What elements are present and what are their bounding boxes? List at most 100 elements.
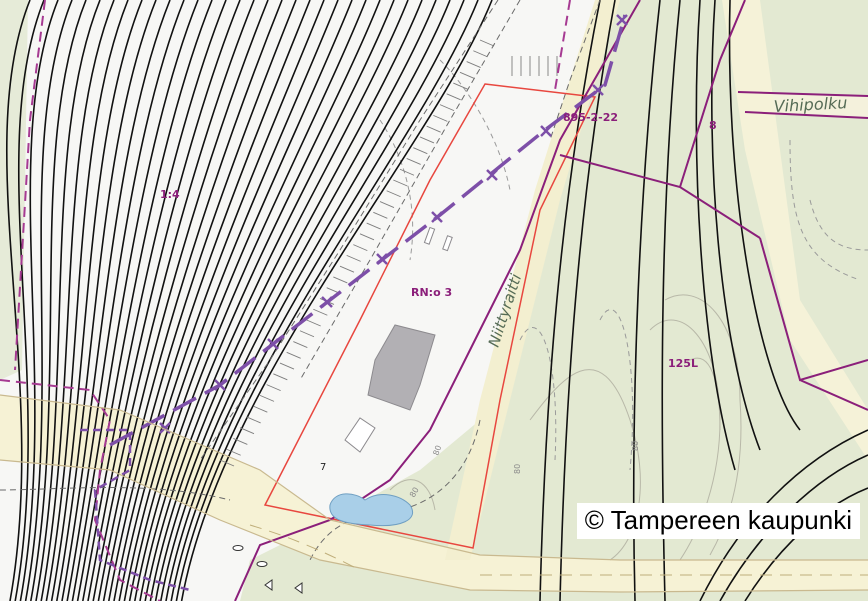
- hatch-tick: [293, 341, 308, 348]
- hatch-tick: [333, 276, 348, 284]
- rail-track: [123, 0, 339, 601]
- hatch-tick: [299, 330, 315, 338]
- hatch-tick: [286, 351, 301, 359]
- rail-track: [160, 0, 437, 601]
- small-plot-markers: [80, 428, 191, 592]
- street-label-vihipolku: Vihipolku: [773, 93, 848, 116]
- hatch-tick: [359, 233, 375, 241]
- hatch-tick: [379, 201, 395, 208]
- rail-track: [149, 0, 409, 601]
- hatch-tick: [453, 82, 468, 90]
- hatch-tick: [253, 405, 268, 413]
- label-plot-number: 7: [320, 462, 326, 473]
- label-rail-zone: 1:4: [160, 188, 180, 201]
- street-dash-center: [249, 524, 868, 576]
- rail-track: [134, 0, 367, 601]
- rail-track: [45, 0, 129, 601]
- rail-track: [108, 0, 297, 601]
- label-parcel-id: 895-2-22: [563, 111, 618, 124]
- label-area-code: 125L: [668, 357, 698, 370]
- rail-track: [128, 0, 353, 601]
- hatch-tick: [279, 362, 295, 370]
- hatch-tick: [439, 104, 455, 112]
- hatch-tick: [426, 125, 441, 133]
- rail-track: [61, 0, 171, 601]
- hatch-tick: [386, 190, 401, 198]
- hatch-tick: [266, 384, 281, 392]
- rail-track: [76, 0, 213, 601]
- rail-track-east: [539, 0, 601, 601]
- hatch-tick: [233, 438, 248, 445]
- rail-track: [19, 0, 59, 601]
- property-boundaries-dashed: [0, 0, 571, 601]
- hatch-tick: [339, 265, 355, 273]
- road-marks: [232, 545, 303, 594]
- rail-track: [180, 0, 493, 601]
- hatch-tick: [413, 147, 428, 155]
- cross-marker: [214, 379, 226, 391]
- building-main: [367, 324, 436, 411]
- cross-marker: [486, 169, 498, 181]
- hatch-tick: [306, 319, 321, 327]
- hatch-tick: [353, 244, 368, 252]
- rail-track: [82, 0, 227, 601]
- street-area-bottom: [0, 395, 868, 592]
- hatch-tick: [239, 427, 255, 435]
- hatch-tick: [313, 308, 328, 316]
- rail-track: [144, 0, 395, 601]
- street-diagonal-yellow: [722, 0, 868, 460]
- rail-track: [50, 0, 143, 601]
- hatch-tick: [406, 158, 421, 165]
- rail-track-east: [559, 0, 616, 601]
- rail-track: [35, 0, 101, 601]
- rail-track: [92, 0, 255, 601]
- cross-marker: [321, 296, 333, 308]
- hatch-tick: [273, 373, 288, 381]
- hatch-tick: [366, 222, 381, 230]
- cross-marker: [592, 84, 604, 96]
- rail-track: [102, 0, 283, 601]
- rail-track: [87, 0, 241, 601]
- contour-label-a: 80: [431, 444, 443, 457]
- contour-label-c: 80: [513, 464, 522, 474]
- hatch-tick: [399, 168, 415, 176]
- label-zone-code: RN:o 3: [411, 286, 452, 299]
- contour-label-d: 80: [631, 441, 640, 451]
- dash-cross-markers: [159, 14, 628, 434]
- cross-marker: [431, 211, 443, 223]
- rail-track: [71, 0, 199, 601]
- rail-track: [113, 0, 311, 601]
- label-parcel-number: 8: [709, 119, 717, 132]
- railway-tracks: [6, 0, 801, 601]
- rail-track: [30, 0, 87, 601]
- cross-marker: [540, 125, 552, 137]
- rail-track-east: [728, 0, 801, 431]
- rail-track: [175, 0, 479, 601]
- cross-marker: [376, 253, 388, 265]
- pond: [329, 493, 413, 527]
- rail-track: [24, 0, 73, 601]
- green-area-west: [0, 0, 28, 380]
- hatch-tick: [226, 448, 241, 456]
- building-annex: [344, 417, 376, 453]
- hatch-tick: [419, 136, 435, 144]
- attribution-label: © Tampereen kaupunki: [576, 503, 860, 539]
- hatch-tick: [433, 114, 448, 122]
- hatch-tick: [393, 179, 408, 187]
- hatch-tick: [373, 211, 388, 219]
- rail-track: [118, 0, 325, 601]
- rail-track-east: [711, 0, 761, 451]
- rail-track: [139, 0, 381, 601]
- rail-track: [56, 0, 157, 601]
- contour-label-b: 80: [408, 486, 421, 499]
- hatch-tick: [473, 50, 488, 58]
- hatch-tick: [346, 254, 361, 262]
- dashed-outline-lines: [0, 0, 601, 561]
- rail-track: [40, 0, 115, 601]
- rail-track: [170, 0, 465, 601]
- rail-track: [97, 0, 269, 601]
- cross-marker: [616, 14, 628, 26]
- rail-track: [6, 0, 31, 601]
